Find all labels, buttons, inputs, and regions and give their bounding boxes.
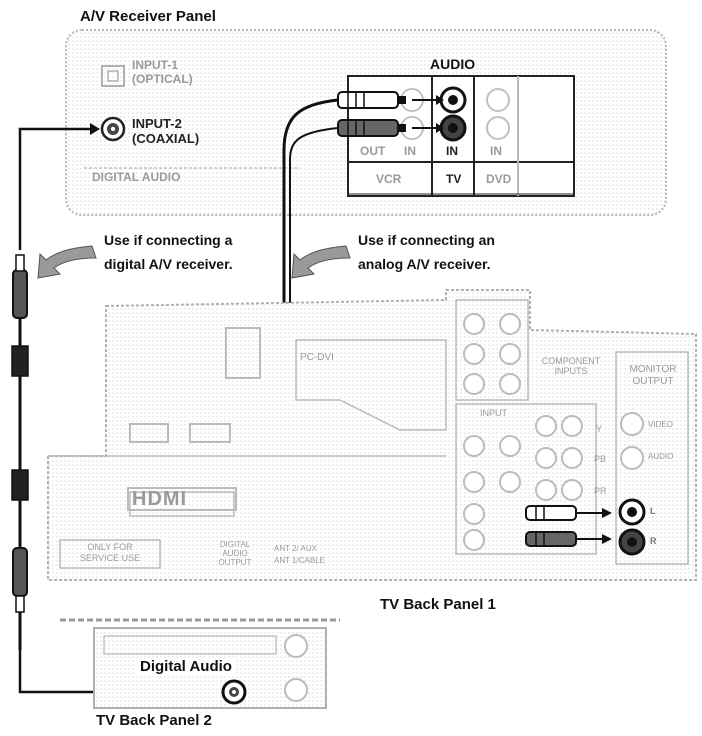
digital-note-line2: digital A/V receiver.: [104, 256, 233, 272]
service-label-line1: ONLY FOR: [87, 542, 133, 552]
panel2-digital-audio-label: Digital Audio: [136, 658, 236, 675]
digital-out-label-line2: AUDIO: [222, 549, 248, 558]
digital-note-line1: Use if connecting a: [104, 232, 233, 248]
tv-in-arrows: [412, 95, 444, 133]
digital-note-arrow: [37, 245, 97, 279]
pb-label: PB: [594, 454, 607, 464]
monitor-label-line1: MONITOR: [629, 364, 677, 375]
vcr-in-label: IN: [404, 144, 416, 158]
panel2-digital-audio-jack: [221, 679, 247, 705]
y-label: Y: [596, 424, 603, 434]
rca-plug-white: [337, 91, 406, 109]
ant-aux-label: ANT 2/ AUX: [274, 544, 317, 553]
video-label: VIDEO: [648, 420, 673, 429]
audio-label: AUDIO: [648, 452, 674, 461]
tv-back-panel-1-title: TV Back Panel 1: [380, 596, 496, 613]
vcr-label: VCR: [376, 172, 402, 186]
tv-back-panel-1-outline: [47, 289, 697, 581]
analog-note-line1: Use if connecting an: [358, 232, 495, 248]
input2-label-line1: INPUT-2: [132, 116, 182, 131]
service-label-line2: SERVICE USE: [79, 553, 141, 563]
input2-label-line2: (COAXIAL): [132, 131, 200, 146]
digital-out-label-line3: OUTPUT: [218, 558, 252, 567]
l-label: L: [650, 506, 656, 516]
dvd-in-label: IN: [490, 144, 502, 158]
tv-in-jacks: [439, 86, 467, 142]
rca-plug-red: [337, 119, 406, 137]
analog-note-line2: analog A/V receiver.: [358, 256, 491, 272]
tv-label: TV: [446, 172, 462, 186]
ant-cable-label: ANT 1/CABLE: [274, 556, 325, 565]
coaxial-input-jack: [100, 116, 126, 142]
monitor-label-line2: OUTPUT: [632, 376, 674, 387]
receiver-panel-title: A/V Receiver Panel: [80, 8, 216, 25]
input1-label-line1: INPUT-1: [132, 58, 179, 72]
hdmi-logo: [127, 487, 237, 511]
dvd-label: DVD: [486, 172, 512, 186]
tv-in-label: IN: [446, 144, 458, 158]
monitor-output-jacks: [618, 498, 646, 556]
r-label: R: [650, 536, 657, 546]
tv-back-panel-2-title: TV Back Panel 2: [96, 712, 212, 729]
optical-input-jack: [101, 65, 125, 87]
audio-header: AUDIO: [430, 56, 476, 72]
digital-audio-label: DIGITAL AUDIO: [92, 170, 181, 184]
component-label-line1: COMPONENT: [541, 356, 601, 366]
analog-note-arrow: [291, 245, 351, 279]
dvd-in-jacks: [486, 88, 510, 140]
component-label-line2: INPUTS: [554, 366, 588, 376]
out-label: OUT: [360, 144, 386, 158]
digital-out-label-line1: DIGITAL: [219, 540, 251, 549]
pr-label: PR: [594, 486, 607, 496]
input-label: INPUT: [480, 408, 507, 418]
tv-input-jack-grid: [455, 299, 689, 565]
input1-label-line2: (OPTICAL): [132, 72, 193, 86]
hdmi-text: HDMI: [132, 488, 188, 510]
pc-dvi-label: PC-DVI: [300, 352, 334, 363]
monitor-rca-plugs: [525, 505, 612, 547]
